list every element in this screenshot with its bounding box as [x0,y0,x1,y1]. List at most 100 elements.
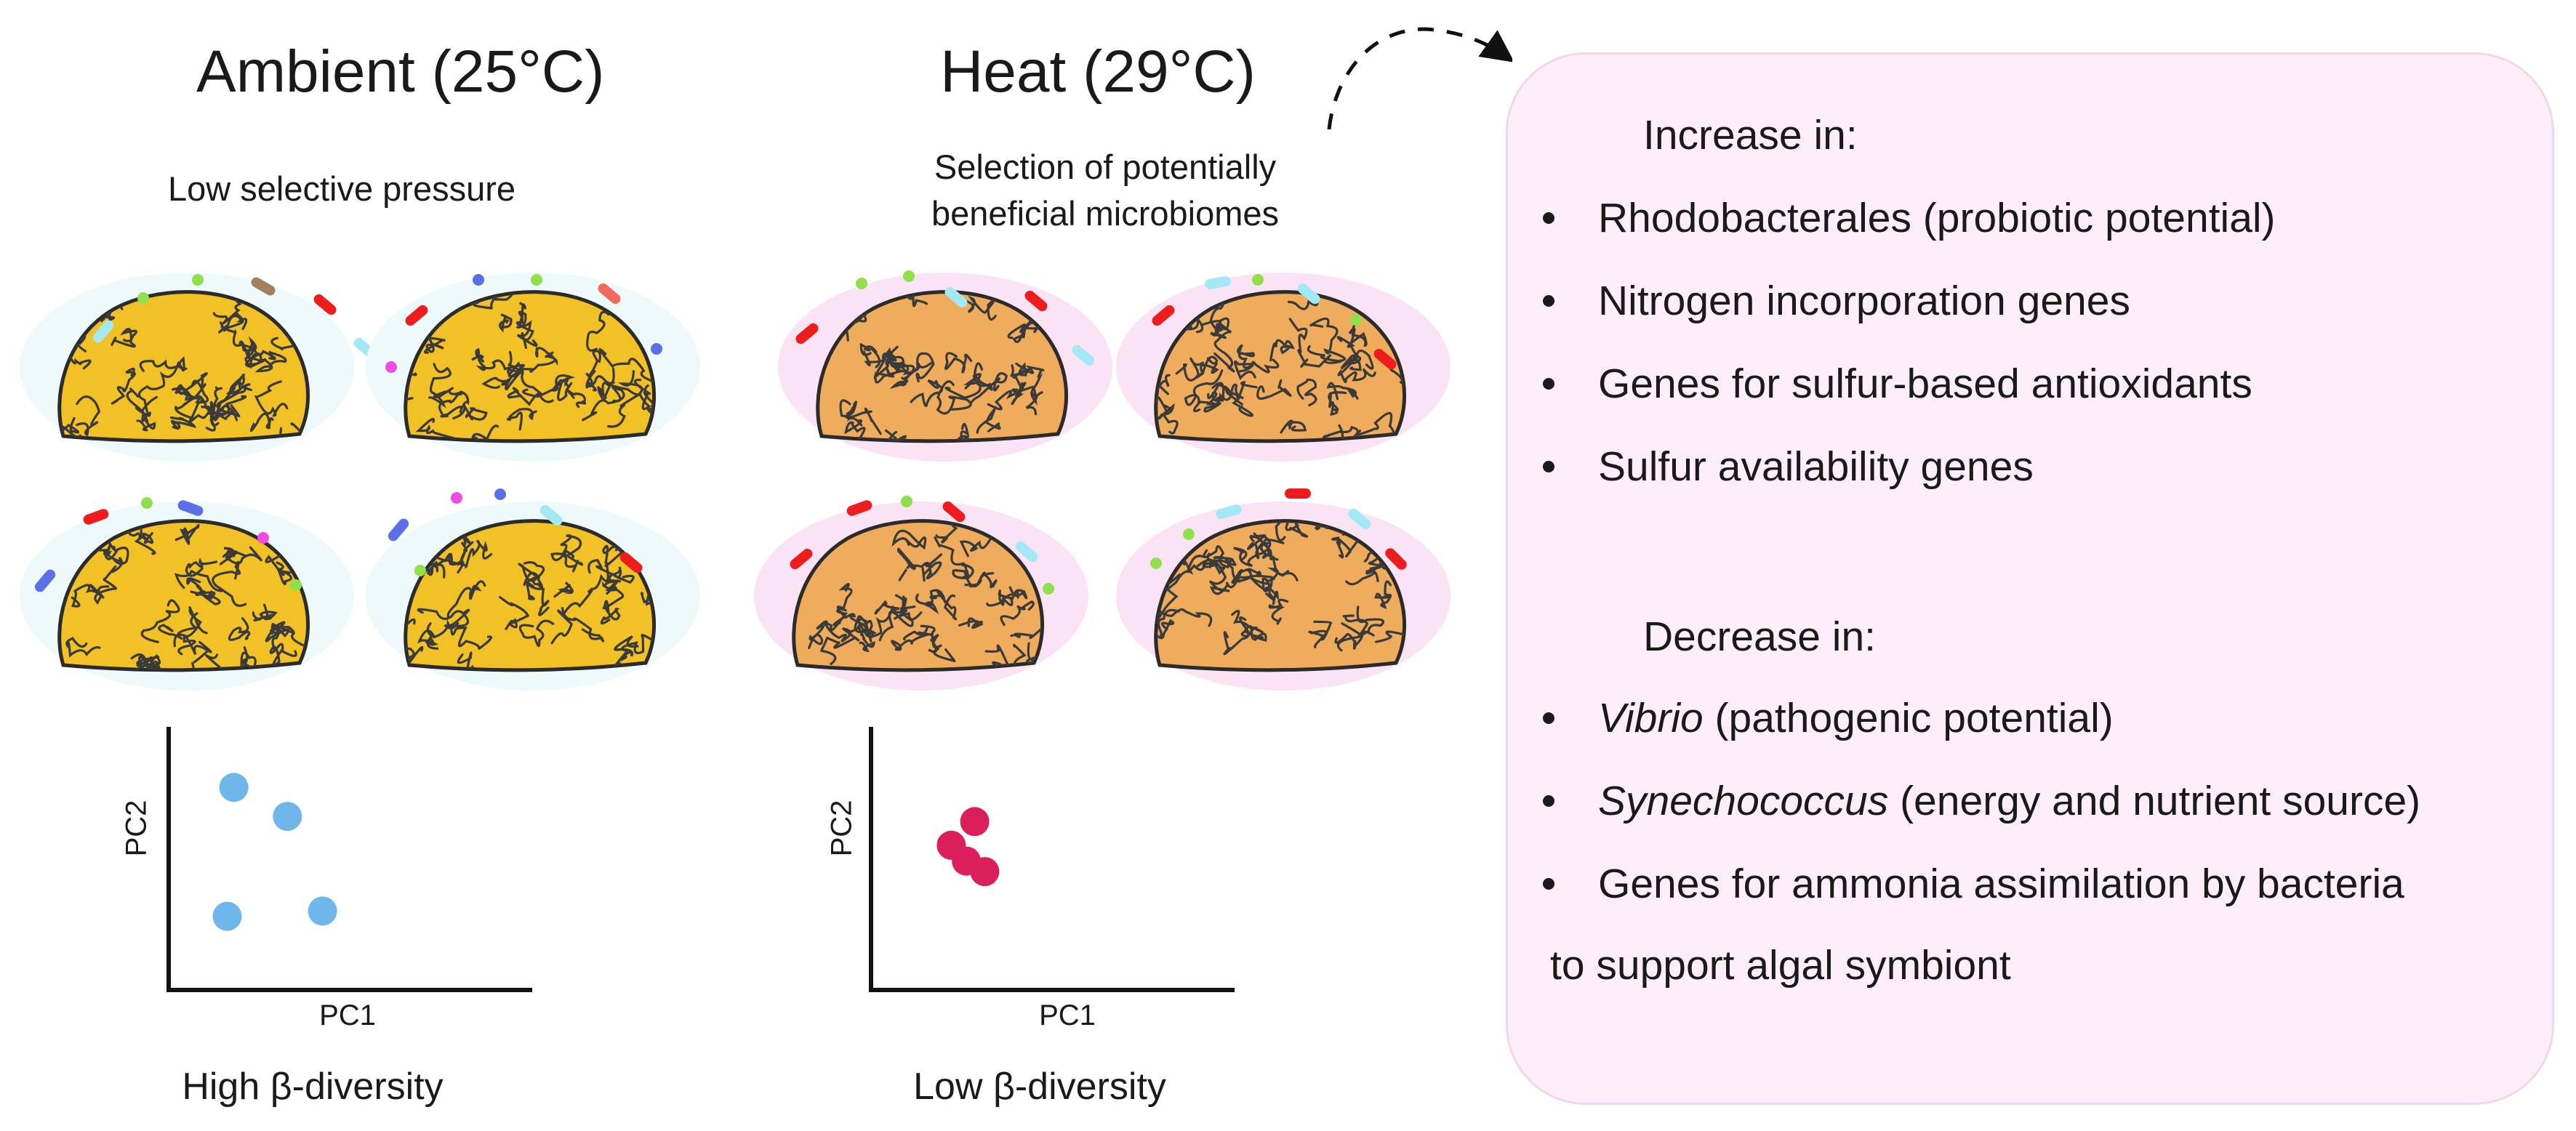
microbe-dot [856,278,867,289]
microbe-rod [1024,290,1048,312]
bullet-icon [1543,212,1554,224]
microbe-rod [92,320,114,343]
coral-icon [754,496,1088,691]
microbe-dot [451,492,462,504]
microbe-rod [942,501,966,523]
microbe-dot [414,565,426,576]
microbe-dot [1252,274,1264,286]
microbe-dot [494,488,506,500]
microbe-rod [1373,348,1397,370]
microbe-rod [34,569,56,592]
microbe-dot [1043,583,1054,595]
microbe-rod [1297,283,1320,305]
microbe-rod [83,509,109,525]
coral-diagram [20,27,1512,992]
microbe-dot [1183,528,1195,540]
decrease-item-text: Synechococcus [1598,778,1889,824]
microbe-dot [531,274,542,286]
decrease-item: Vibrio (pathogenic potential) [1543,694,2114,742]
decrease-item: Synechococcus (energy and nutrient sourc… [1543,777,2420,825]
decrease-heading: Decrease in: [1643,613,1876,660]
decrease-item-text: Genes for ammonia assimilation by bacter… [1598,861,2404,907]
decrease-item-text: (pathogenic potential) [1703,695,2114,741]
microbe-rod [177,500,204,516]
increase-item-text: Nitrogen incorporation genes [1598,278,2130,324]
bullet-icon [1543,460,1554,472]
ambient-diversity-label: High β-diversity [182,1066,444,1108]
increase-item: Nitrogen incorporation genes [1543,277,2130,325]
microbe-rod [790,548,813,570]
microbe-rod [1348,508,1371,530]
heat-subtitle-line-1: Selection of potentially [934,148,1277,186]
microbe-rod [795,323,819,345]
dashed-arrow [1327,27,1512,130]
coral-icon [1116,273,1450,462]
decrease-item-text: Vibrio [1598,695,1704,741]
pca-point [219,773,249,802]
microbe-dot [651,343,662,355]
pca-point [308,896,337,926]
bullet-icon [1543,294,1554,307]
microbe-rod [1205,276,1231,289]
microbe-dot [473,274,484,286]
bullet-icon [1543,377,1554,390]
bullet-icon [1543,877,1554,890]
pca-point [273,802,302,832]
microbe-dot [141,497,153,509]
microbe-dot [903,270,915,282]
microbe-rod [251,277,276,296]
coral-icon [366,273,700,462]
increase-item: Rhodobacterales (probiotic potential) [1543,194,2276,242]
microbe-dot [137,292,149,304]
microbe-rod [1385,548,1407,570]
microbe-rod [1216,504,1242,519]
heat-diversity-label: Low β-diversity [913,1066,1166,1108]
coral-icon [366,488,700,691]
microbe-rod [1072,345,1095,366]
microbe-rod [619,552,643,573]
pca-point [970,857,1000,887]
microbe-rod [1285,488,1311,499]
microbe-rod [846,500,872,516]
increase-item: Genes for sulfur-based antioxidants [1543,360,2252,408]
microbe-dot [257,532,269,544]
coral-icon [1116,488,1450,691]
coral-icon [20,497,354,691]
pca-point [960,807,990,837]
pca-plot [166,727,532,992]
microbe-dot [290,579,302,591]
microbe-dot [901,496,912,507]
increase-item: Sulfur availability genes [1543,443,2034,491]
increase-heading: Increase in: [1643,112,1858,158]
heat-pc2-label: PC2 [825,800,858,857]
microbe-rod [1015,541,1038,563]
ambient-pc2-label: PC2 [120,800,153,857]
bullet-icon [1543,794,1554,807]
microbe-rod [405,305,428,326]
microbe-rod [313,294,337,315]
microbe-dot [192,274,204,286]
increase-item-text: Sulfur availability genes [1598,443,2034,490]
increase-item-text: Rhodobacterales (probiotic potential) [1598,195,2276,241]
pca-plot [869,727,1235,992]
decrease-item-text: (energy and nutrient source) [1888,778,2421,824]
ambient-subtitle: Low selective pressure [167,169,516,208]
coral-icon [20,273,377,462]
microbe-dot [385,361,397,373]
microbe-dot [1150,558,1162,569]
heat-pc1-label: PC1 [1039,999,1096,1031]
coral-icon [778,270,1112,462]
microbe-rod [598,283,621,305]
heat-subtitle-line-2: beneficial microbiomes [931,194,1280,233]
ambient-pc1-label: PC1 [319,999,376,1031]
microbe-rod [944,286,968,308]
summary-panel: Increase in: Rhodobacterales (probiotic … [1506,52,2554,1105]
bullet-icon [1543,712,1554,724]
pca-point [212,901,242,931]
heat-title: Heat (29°C) [940,39,1256,105]
increase-item-text: Genes for sulfur-based antioxidants [1598,361,2252,407]
microbe-rod [388,518,409,542]
microbe-rod [539,504,563,526]
microbe-dot [1350,314,1362,326]
microbe-rod [1152,305,1175,326]
